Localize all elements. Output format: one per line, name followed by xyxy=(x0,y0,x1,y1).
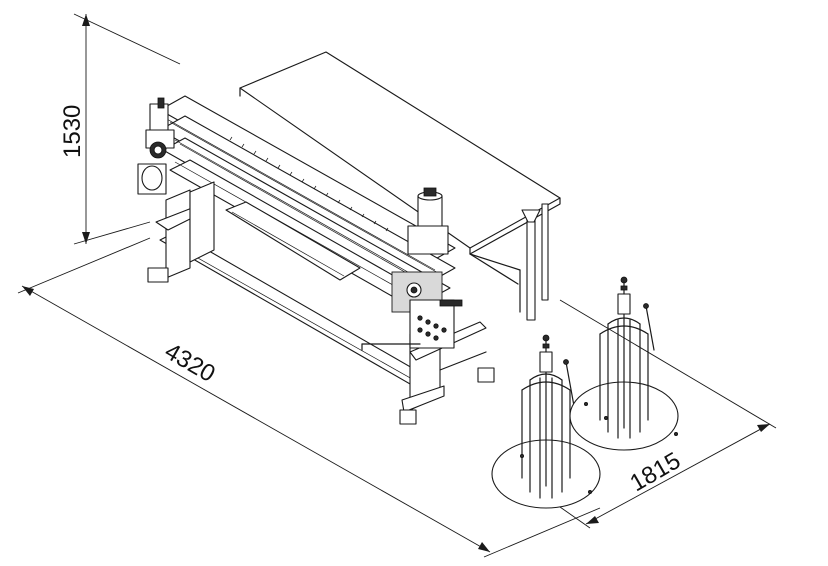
width-dimension-label: 1815 xyxy=(626,447,686,497)
left-drive-motor xyxy=(137,97,175,195)
length-dimension xyxy=(17,237,601,558)
wire-reel-stand-back xyxy=(569,276,679,451)
right-drive-unit xyxy=(361,187,463,351)
control-panel-buttons xyxy=(417,315,447,341)
length-dimension-label: 4320 xyxy=(160,338,220,388)
height-dimension-label: 1530 xyxy=(59,105,86,158)
width-dimension xyxy=(559,299,777,529)
wire-reel-stand-front xyxy=(491,334,601,509)
height-dimension xyxy=(73,13,181,245)
machine-frame xyxy=(147,95,495,425)
work-table xyxy=(239,51,561,321)
